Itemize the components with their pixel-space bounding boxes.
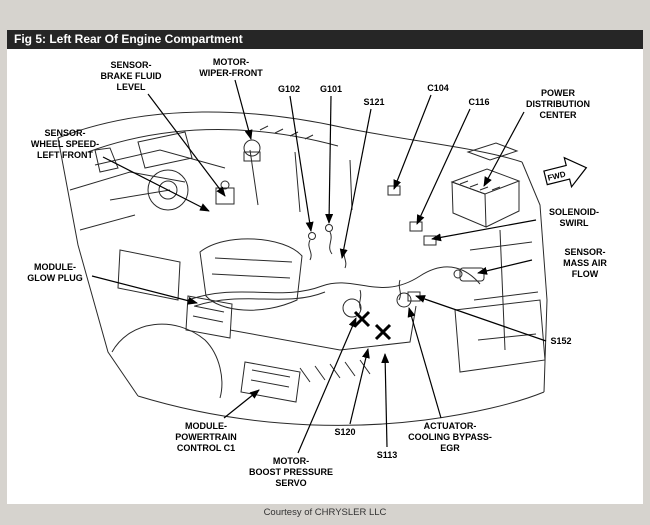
leader-g102 [289, 95, 314, 232]
label-motor-wiper-front: MOTOR- WIPER-FRONT [199, 57, 263, 78]
leader-module-powertrain [223, 389, 260, 419]
leader-motor-wiper-front [234, 79, 253, 140]
label-c104: C104 [427, 83, 449, 93]
label-c116: C116 [468, 97, 490, 107]
label-s121: S121 [363, 97, 385, 107]
leader-c104 [393, 94, 432, 190]
label-s152: S152 [550, 336, 572, 346]
label-module-powertrain-control: MODULE- POWERTRAIN CONTROL C1 [175, 421, 237, 453]
label-sensor-mass-air-flow: SENSOR- MASS AIR FLOW [563, 247, 607, 279]
leader-c116 [416, 108, 471, 225]
leader-motor-boost-pressure [297, 317, 357, 454]
label-g102: G102 [277, 84, 301, 94]
fwd-arrow-icon: FWD [543, 156, 588, 189]
leader-module-glow-plug [91, 275, 198, 305]
label-power-distribution-center: POWER DISTRIBUTION CENTER [526, 88, 590, 120]
leader-s120 [349, 348, 370, 425]
label-solenoid-swirl: SOLENOID- SWIRL [548, 207, 600, 228]
diagram-canvas [7, 49, 643, 504]
label-actuator-cooling-bypass-egr: ACTUATOR- COOLING BYPASS- EGR [408, 421, 492, 453]
figure-title-bar: Fig 5: Left Rear Of Engine Compartment [7, 30, 643, 49]
figure-title: Fig 5: Left Rear Of Engine Compartment [14, 32, 243, 46]
label-g101: G101 [319, 84, 343, 94]
leader-g101 [325, 95, 334, 224]
label-s113: S113 [376, 450, 398, 460]
leader-solenoid-swirl [431, 219, 537, 242]
leader-s152 [415, 295, 547, 342]
label-s120: S120 [334, 427, 356, 437]
leader-sensor-mass-air-flow [477, 259, 533, 275]
label-sensor-brake-fluid-level: SENSOR- BRAKE FLUID LEVEL [100, 60, 162, 92]
label-module-glow-plug: MODULE- GLOW PLUG [27, 262, 83, 283]
courtesy-credit: Courtesy of CHRYSLER LLC [263, 507, 387, 518]
leader-s121 [339, 108, 372, 259]
leader-actuator-cooling-bypass [407, 307, 442, 419]
leader-power-distribution-center [483, 111, 525, 187]
splice-x-marks [353, 310, 392, 341]
leader-sensor-wheel-speed [102, 156, 210, 212]
label-sensor-wheel-speed: SENSOR- WHEEL SPEED- LEFT FRONT [30, 128, 100, 160]
line-art-body [57, 111, 548, 426]
leader-s113 [381, 353, 390, 448]
leader-sensor-brake-fluid [147, 93, 226, 197]
fwd-label: FWD [547, 169, 567, 182]
label-motor-boost-pressure-servo: MOTOR- BOOST PRESSURE SERVO [248, 456, 334, 488]
